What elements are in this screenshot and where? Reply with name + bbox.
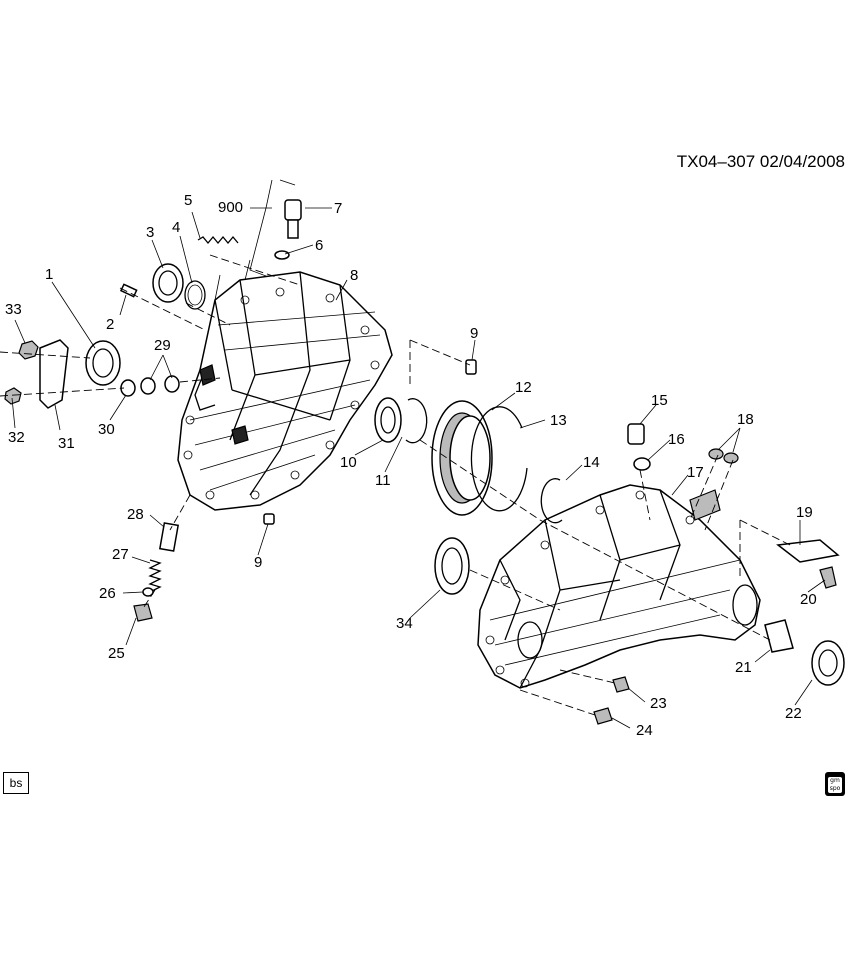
seal-22 <box>811 640 845 686</box>
callout-26: 26 <box>99 585 116 602</box>
plug-24 <box>593 707 613 725</box>
washer-16 <box>633 457 651 471</box>
alignment-lines <box>0 254 791 716</box>
bs-tag: bs <box>3 772 29 794</box>
callout-32: 32 <box>8 429 25 446</box>
spring-5 <box>197 235 239 245</box>
pin-2 <box>119 283 138 298</box>
callout-25: 25 <box>108 645 125 662</box>
front-case-half <box>177 259 393 511</box>
callout-19: 19 <box>796 504 813 521</box>
callout-23: 23 <box>650 695 667 712</box>
diagram-code-date: TX04–307 02/04/2008 <box>676 152 845 171</box>
callout-5: 5 <box>184 192 193 209</box>
bolt-20 <box>819 566 837 589</box>
callout-2: 2 <box>106 316 115 333</box>
callout-34: 34 <box>396 615 413 632</box>
callout-17: 17 <box>687 464 704 481</box>
callout-6: 6 <box>315 237 324 254</box>
callout-9-upper: 9 <box>470 325 479 342</box>
sleeve-28 <box>158 522 180 552</box>
sensor-7 <box>274 199 302 260</box>
callout-24: 24 <box>636 722 653 739</box>
bracket-19 <box>776 539 840 563</box>
callout-16: 16 <box>668 431 685 448</box>
gm-spo-logo-text: gm spo <box>828 777 842 793</box>
callout-30: 30 <box>98 421 115 438</box>
snap-ring-11 <box>405 398 428 444</box>
callout-9-lower: 9 <box>254 554 263 571</box>
bushing-29a <box>140 377 156 395</box>
callout-33: 33 <box>5 301 22 318</box>
callout-11: 11 <box>375 472 391 489</box>
callout-3: 3 <box>146 224 155 241</box>
rear-case-half <box>477 484 761 689</box>
seal-3 <box>152 263 184 303</box>
seal-34 <box>434 537 470 595</box>
callout-22: 22 <box>785 705 802 722</box>
callout-15: 15 <box>651 392 668 409</box>
gm-spo-logo: gm spo <box>825 772 845 796</box>
callout-28: 28 <box>127 506 144 523</box>
callout-900: 900 <box>218 199 244 216</box>
nut-33 <box>18 340 39 360</box>
dowel-9a <box>465 359 477 375</box>
ring-gear-12 <box>431 400 493 516</box>
plug-18a <box>708 448 724 460</box>
callout-1: 1 <box>45 266 54 283</box>
callout-27: 27 <box>112 546 129 563</box>
callout-18: 18 <box>737 411 754 428</box>
callout-13: 13 <box>550 412 567 429</box>
plug-23 <box>612 676 630 693</box>
bushing-21 <box>764 619 794 653</box>
callout-8: 8 <box>350 267 359 284</box>
callout-10: 10 <box>340 454 357 471</box>
bearing-10 <box>374 397 402 443</box>
bolt-32 <box>4 387 22 405</box>
spring-27 <box>148 559 162 593</box>
callout-7: 7 <box>334 200 343 217</box>
seal-1 <box>85 340 121 386</box>
snap-ring-4 <box>184 280 206 310</box>
callout-20: 20 <box>800 591 817 608</box>
bracket-31 <box>39 339 69 409</box>
callout-31: 31 <box>58 435 75 452</box>
leader-lines <box>11 179 826 729</box>
callout-21: 21 <box>735 659 752 676</box>
snap-ring-14 <box>540 478 563 524</box>
switch-15 <box>627 423 645 445</box>
plug-25 <box>133 603 153 622</box>
callout-12: 12 <box>515 379 532 396</box>
callout-4: 4 <box>172 219 181 236</box>
callout-29: 29 <box>154 337 171 354</box>
callout-14: 14 <box>583 454 600 471</box>
bushing-29b <box>164 375 180 393</box>
dowel-9b <box>263 513 275 525</box>
plug-18b <box>723 452 739 464</box>
